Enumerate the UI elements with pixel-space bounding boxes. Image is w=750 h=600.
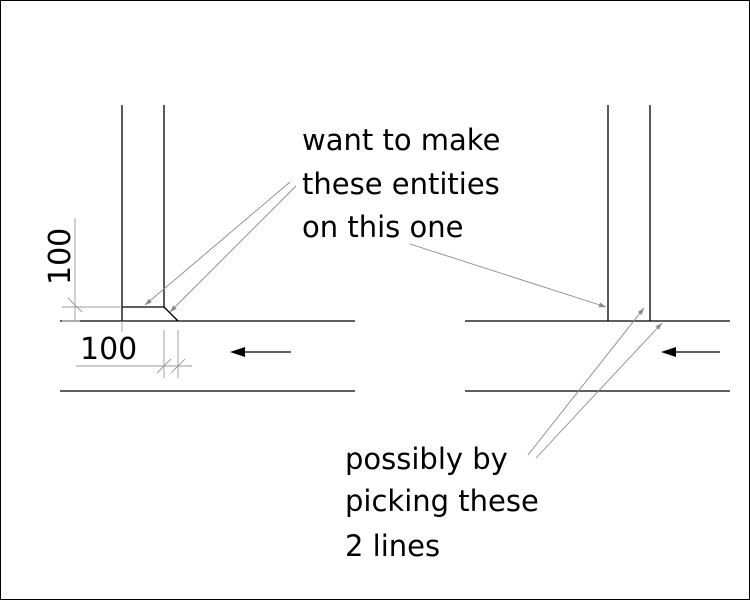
leader-to-chamfer-angle bbox=[169, 185, 297, 313]
leader-to-right-post bbox=[409, 243, 607, 308]
horizontal-dim-tick-a bbox=[156, 358, 172, 374]
horizontal-dimension: 100 bbox=[76, 321, 192, 378]
bottom-note-line-2: picking these bbox=[345, 484, 539, 518]
top-annotation: want to make these entities on this one bbox=[302, 123, 500, 244]
vertical-dimension: 100 bbox=[43, 218, 122, 322]
vertical-dim-tick bbox=[67, 297, 83, 313]
right-direction-arrow-icon bbox=[661, 347, 676, 357]
vertical-dim-label: 100 bbox=[43, 228, 78, 285]
leader-to-chamfer-top bbox=[144, 181, 291, 306]
top-note-line-1: want to make bbox=[302, 123, 500, 157]
left-detail: 100 100 bbox=[43, 105, 355, 392]
bottom-note-line-1: possibly by bbox=[345, 442, 508, 476]
left-direction-arrow-icon bbox=[230, 347, 245, 357]
bottom-note-line-3: 2 lines bbox=[345, 529, 440, 563]
top-note-line-3: on this one bbox=[302, 210, 463, 244]
leader-to-right-line-a bbox=[527, 307, 645, 456]
horizontal-dim-tick-b bbox=[170, 358, 186, 374]
right-detail bbox=[465, 105, 730, 392]
top-note-line-2: these entities bbox=[302, 167, 500, 201]
left-chamfer-angle-line bbox=[163, 306, 179, 322]
leader-to-right-line-b bbox=[535, 322, 663, 459]
bottom-annotation: possibly by picking these 2 lines bbox=[345, 442, 539, 563]
horizontal-dim-label: 100 bbox=[80, 332, 137, 367]
leaders bbox=[144, 181, 663, 459]
